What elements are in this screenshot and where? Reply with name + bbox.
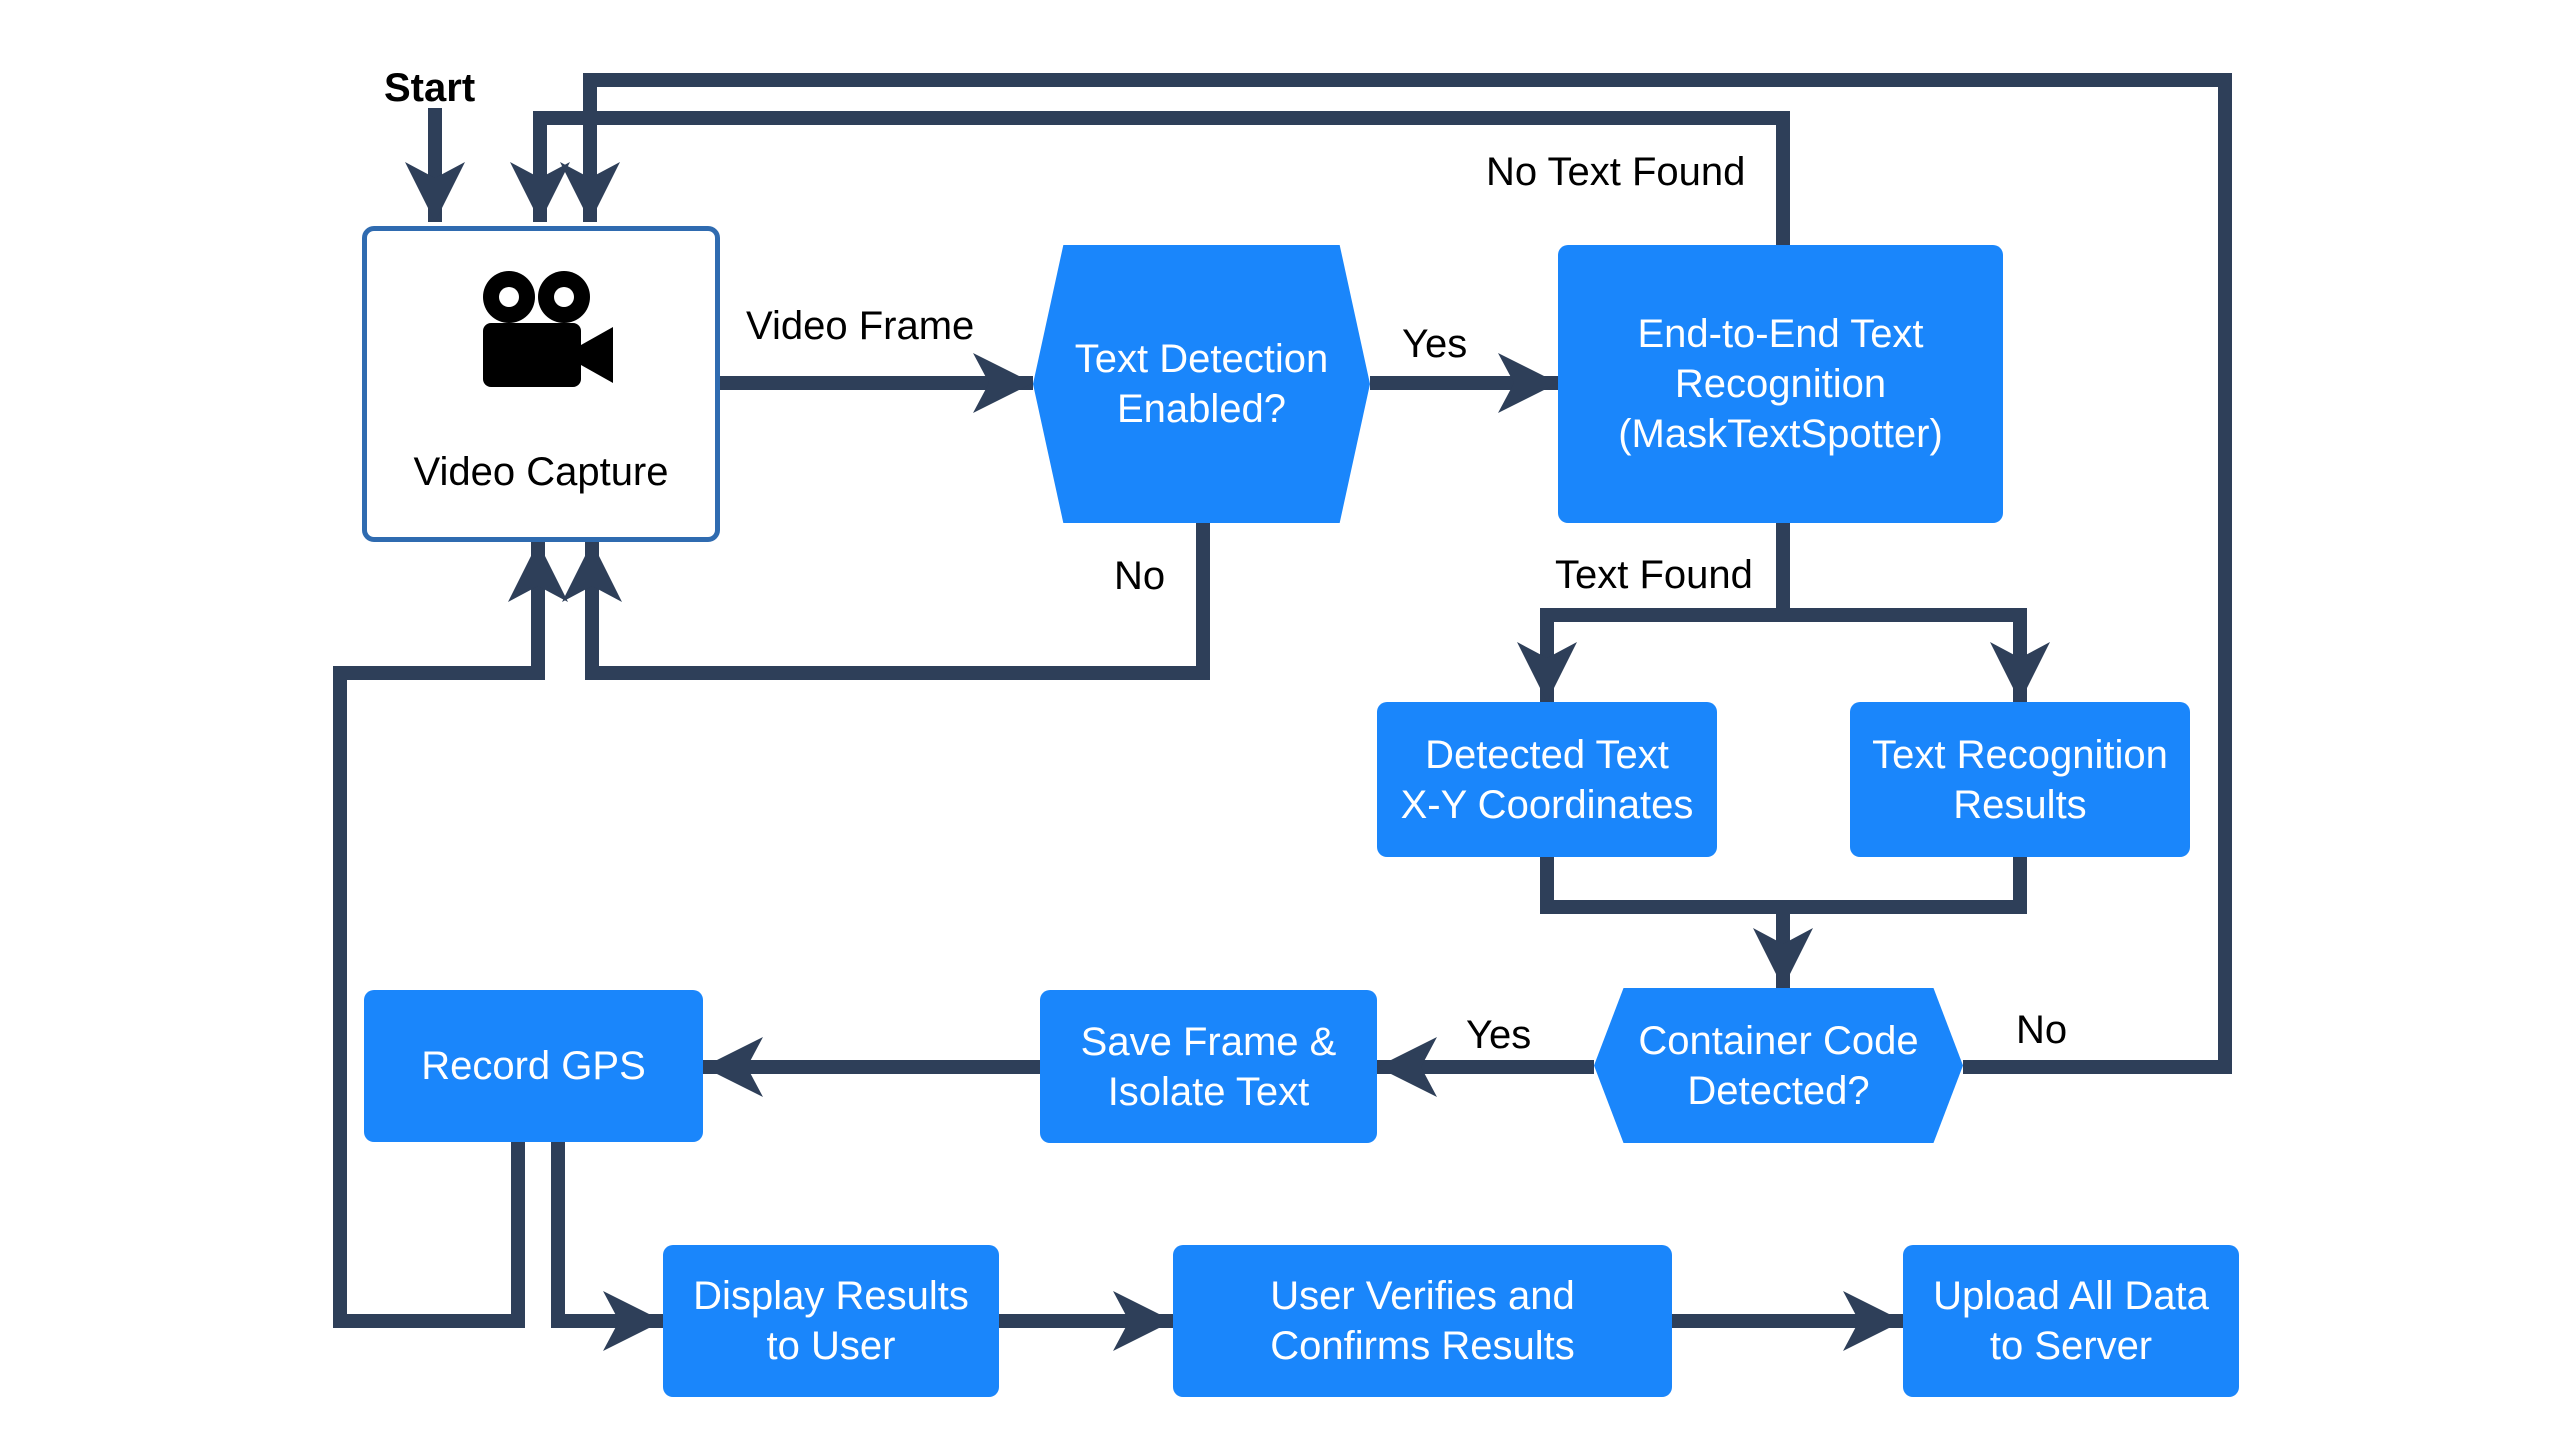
display-results-node: Display Results to User bbox=[663, 1245, 999, 1397]
user-verifies-node: User Verifies and Confirms Results bbox=[1173, 1245, 1672, 1397]
yes-container-label: Yes bbox=[1466, 1013, 1532, 1057]
container-code-decision: Container Code Detected? bbox=[1594, 988, 1963, 1143]
no-text-found-label: No Text Found bbox=[1486, 150, 1746, 194]
video-capture-label: Video Capture bbox=[413, 450, 669, 494]
movie-camera-icon bbox=[483, 271, 613, 387]
text-found-label: Text Found bbox=[1555, 553, 1753, 597]
text-detection-decision: Text Detection Enabled? bbox=[1033, 245, 1370, 523]
no-container-label: No bbox=[2016, 1008, 2068, 1052]
no-detect-arrow bbox=[562, 523, 1210, 680]
merge-arrow bbox=[1540, 857, 2027, 988]
start-label: Start bbox=[384, 66, 476, 110]
gps-loop-arrow bbox=[333, 542, 568, 1328]
detected-text-coordinates-node: Detected Text X-Y Coordinates bbox=[1377, 702, 1717, 857]
upload-data-node: Upload All Data to Server bbox=[1903, 1245, 2239, 1397]
text-recognition-results-node: Text Recognition Results bbox=[1850, 702, 2190, 857]
container-no-arrow bbox=[560, 73, 2232, 1074]
no-text-found-arrow bbox=[510, 111, 1790, 245]
video-frame-label: Video Frame bbox=[746, 304, 975, 348]
end-to-end-recognition-node: End-to-End Text Recognition (MaskTextSpo… bbox=[1558, 245, 2003, 523]
save-frame-node: Save Frame & Isolate Text bbox=[1040, 990, 1377, 1143]
gps-to-display-arrow bbox=[551, 1142, 663, 1351]
no-detect-label: No bbox=[1114, 554, 1166, 598]
video-capture-node: Video Capture bbox=[362, 226, 720, 542]
record-gps-node: Record GPS bbox=[364, 990, 703, 1142]
text-found-arrow-left bbox=[1517, 523, 1790, 702]
yes-detect-label: Yes bbox=[1402, 322, 1468, 366]
text-found-arrow-right bbox=[1783, 608, 2050, 702]
